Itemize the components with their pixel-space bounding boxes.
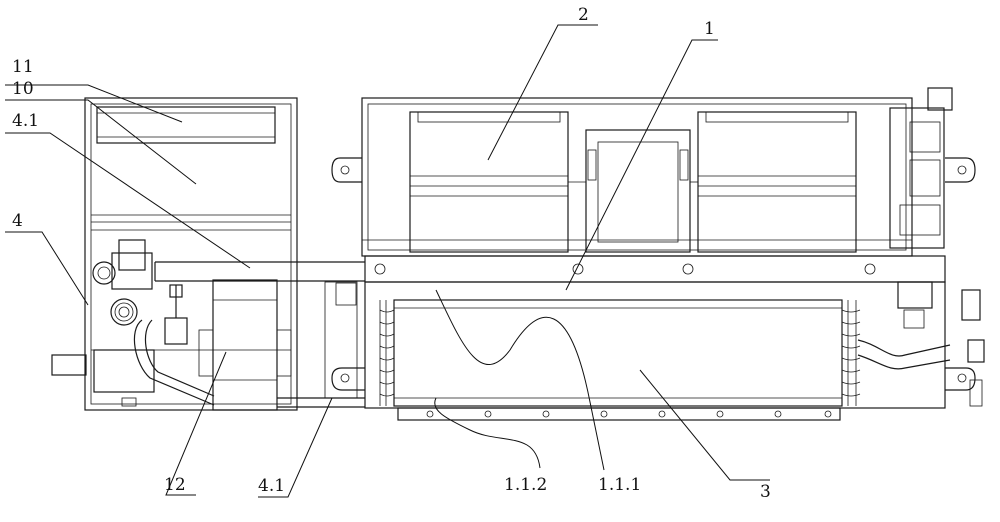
leader-11	[5, 84, 183, 123]
control-box	[889, 107, 945, 249]
leader-12	[165, 351, 227, 496]
leader-10	[5, 99, 197, 185]
left-module	[51, 97, 298, 411]
label-1-1-1: 1.1.1	[598, 475, 641, 495]
blower-left	[409, 111, 569, 253]
leader-1-1-2	[434, 397, 541, 469]
mounting-hook-left-bottom	[331, 367, 365, 391]
leader-1-1-1	[435, 289, 605, 471]
actuator-knob	[92, 261, 116, 285]
label-11: 11	[12, 57, 34, 77]
pipe	[133, 319, 215, 406]
connecting-duct	[154, 261, 365, 408]
actuator-body	[118, 239, 146, 271]
label-3: 3	[760, 482, 771, 502]
leader-3	[639, 369, 770, 481]
label-4: 4	[12, 211, 23, 231]
valve-body	[164, 317, 188, 345]
leader-1	[565, 39, 718, 291]
callout-labels: 2 1 11 10 4.1 4 12 4.1 1.1.2 1.1.1 3	[12, 5, 771, 502]
leader-4	[5, 231, 89, 306]
mounting-hook-left-top	[331, 157, 362, 183]
side-spigot	[51, 354, 87, 376]
label-12: 12	[164, 475, 186, 495]
grille-icon	[110, 298, 138, 326]
heat-exchanger-coil	[393, 299, 843, 407]
mounting-hook-right-bottom	[945, 367, 976, 391]
mounting-hook-right-top	[945, 157, 976, 183]
coil-top-rail	[364, 255, 946, 283]
label-4-1-top: 4.1	[12, 111, 39, 131]
left-module-inner-frame	[90, 103, 292, 405]
component-box	[212, 279, 278, 411]
leader-lines	[5, 24, 770, 498]
drain-tray	[397, 407, 841, 421]
leader-4-1-bottom	[258, 397, 333, 498]
label-1-1-2: 1.1.2	[504, 475, 547, 495]
left-module-frame	[84, 97, 298, 411]
filter-panel	[96, 106, 276, 144]
actuator-housing	[111, 252, 153, 290]
label-1: 1	[704, 19, 715, 39]
blower-right	[697, 111, 857, 253]
leader-4-1-top	[5, 132, 251, 269]
label-4-1-bottom: 4.1	[258, 476, 285, 496]
main-unit	[331, 87, 985, 421]
valve-block	[897, 281, 933, 309]
refrigerant-pipe	[857, 339, 951, 357]
label-10: 10	[12, 79, 34, 99]
leader-2	[487, 24, 598, 161]
fan-motor	[585, 129, 691, 253]
label-2: 2	[578, 5, 589, 25]
